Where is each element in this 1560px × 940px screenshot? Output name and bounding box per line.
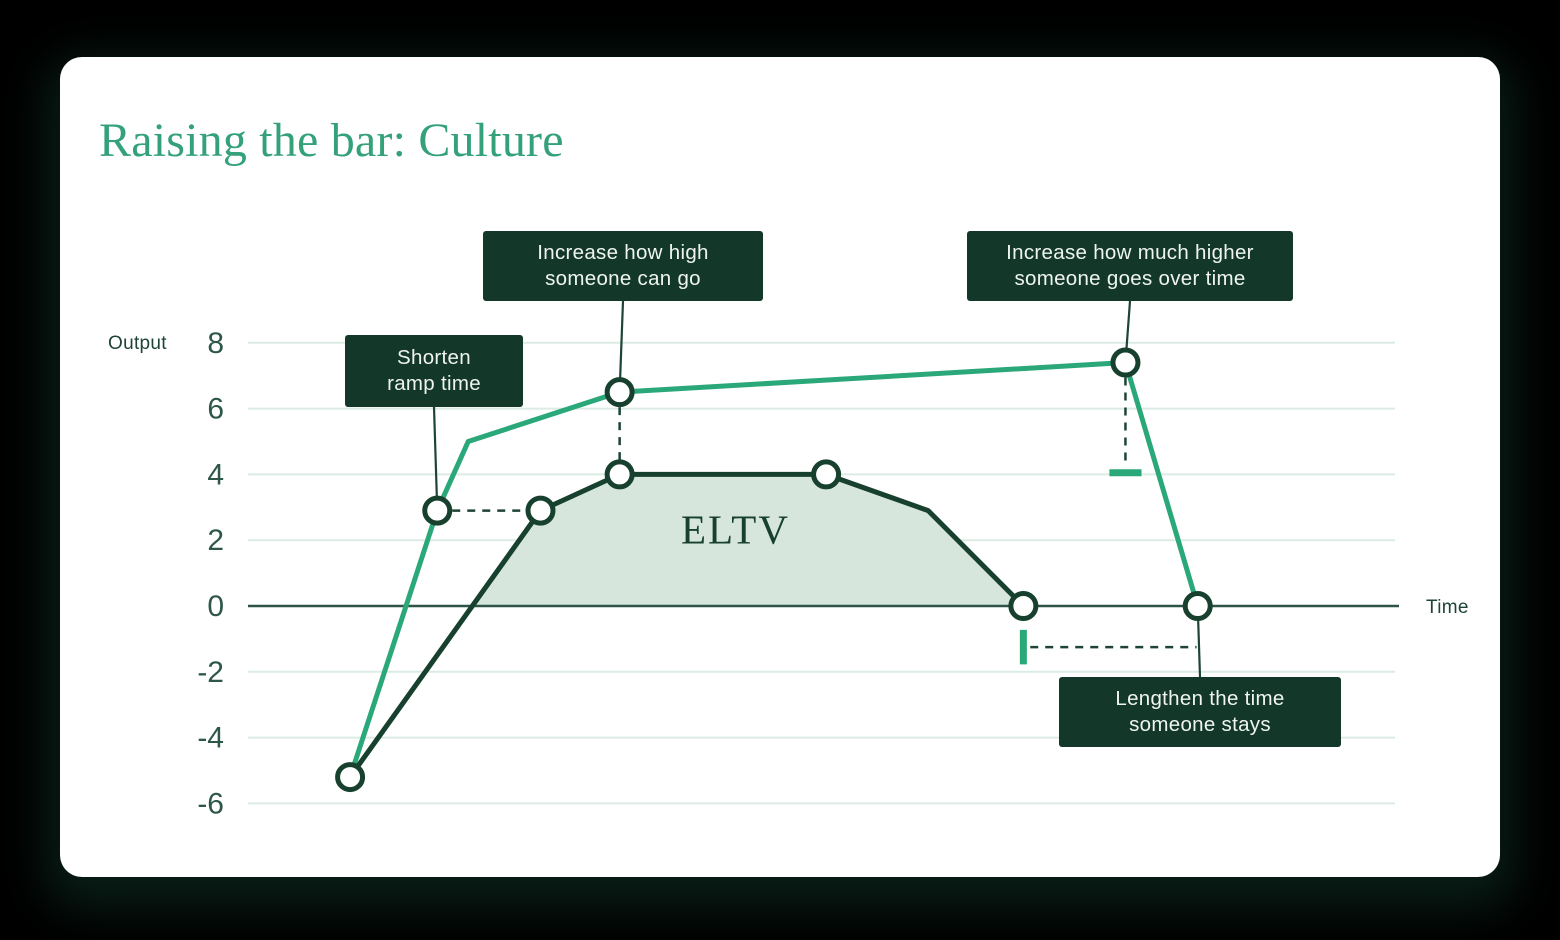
annotation-text-line: someone goes over time xyxy=(1014,267,1246,290)
y-tick-label: 4 xyxy=(207,458,224,491)
improved-output-curve-marker xyxy=(1110,347,1141,378)
baseline-output-curve-marker xyxy=(811,459,842,490)
baseline-output-curve-marker xyxy=(525,495,556,526)
y-tick-label: -4 xyxy=(197,722,224,755)
annotation-connector-shorten xyxy=(432,406,439,511)
annotation-shorten-ramp-time: Shorten ramp time xyxy=(345,335,523,407)
eltv-area-label: ELTV xyxy=(681,506,790,552)
annotation-increase-higher-over-time: Increase how much higher someone goes ov… xyxy=(967,231,1293,301)
annotation-text-line: Increase how much higher xyxy=(1006,241,1254,264)
eltv-area xyxy=(471,474,1024,606)
y-tick-label: -6 xyxy=(197,787,224,820)
annotation-increase-how-high: Increase how high someone can go xyxy=(483,231,763,301)
improved-output-curve-marker xyxy=(604,377,635,408)
x-axis-label: Time xyxy=(1426,597,1469,618)
y-tick-label: -2 xyxy=(197,656,224,689)
improved-output-curve-marker xyxy=(1182,591,1213,621)
annotation-text-line: someone can go xyxy=(545,267,701,290)
annotation-text-line: Lengthen the time xyxy=(1115,687,1285,710)
y-tick-label: 6 xyxy=(207,393,224,426)
improved-output-curve-marker xyxy=(422,495,453,526)
improved-output-curve-line xyxy=(347,360,1201,780)
annotation-lengthen-time-stays: Lengthen the time someone stays xyxy=(1059,677,1341,747)
baseline-output-curve-marker xyxy=(335,762,366,793)
annotation-text-line: Increase how high xyxy=(537,241,709,264)
y-tick-label: 2 xyxy=(207,524,224,557)
annotation-text-line: Shorten xyxy=(397,346,471,369)
y-tick-label: 8 xyxy=(207,327,224,360)
baseline-output-curve-marker xyxy=(604,459,635,490)
baseline-output-curve-marker xyxy=(1008,591,1039,621)
baseline-output-curve-line xyxy=(347,471,1026,780)
annotation-connector-high xyxy=(618,300,625,393)
y-axis-label: Output xyxy=(108,333,167,354)
annotation-text-line: ramp time xyxy=(387,372,481,395)
annotation-text-line: someone stays xyxy=(1129,713,1271,736)
page-title: Raising the bar: Culture xyxy=(99,114,564,167)
y-tick-label: 0 xyxy=(207,590,224,623)
